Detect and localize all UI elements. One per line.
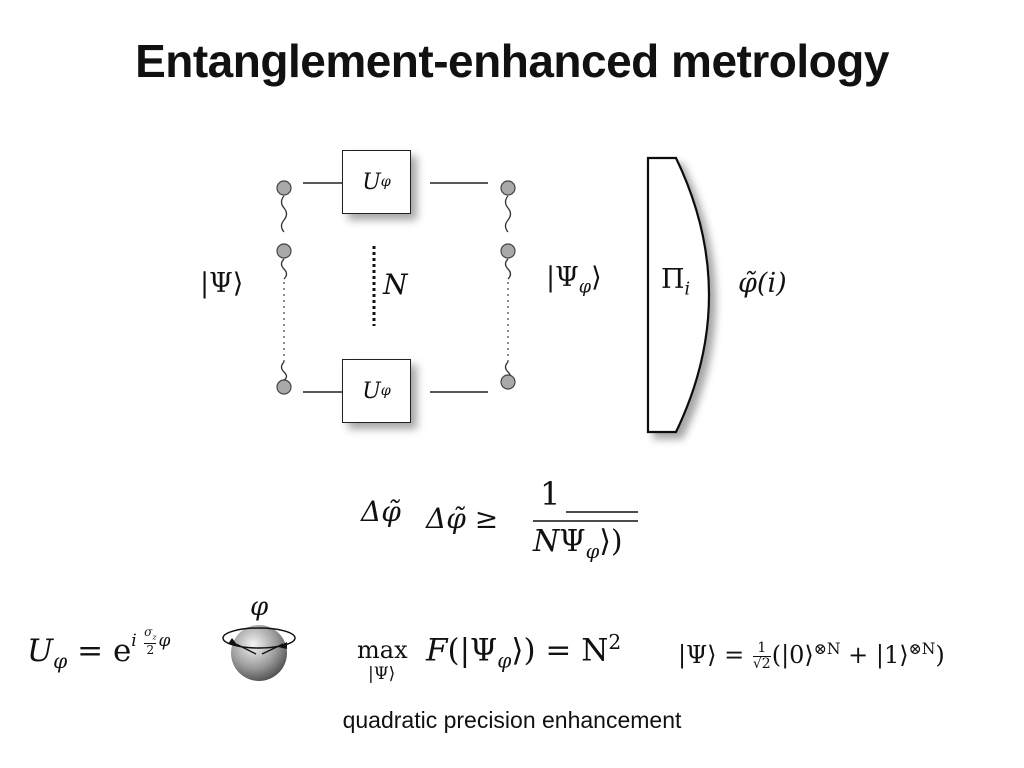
bound-denominator: NΨφ⟩)	[533, 524, 623, 563]
measurement-device	[646, 156, 711, 434]
bound-numerator: 1	[540, 475, 561, 513]
fisher-max-under: |Ψ⟩	[368, 664, 396, 684]
estimator: φ̃(i)	[738, 268, 787, 299]
gate-top-sub: φ	[380, 174, 391, 190]
unitary-formula: Uφ = ei σz 2 φ	[27, 625, 171, 674]
bound-lhs-a: Δφ̃	[361, 495, 401, 528]
caption: quadratic precision enhancement	[342, 707, 682, 733]
gate-top-label: U	[362, 169, 381, 195]
slide-title: Entanglement-enhanced metrology	[135, 35, 889, 87]
output-qubit-chain	[500, 180, 516, 390]
gate-bottom-sub: φ	[380, 383, 391, 399]
gate-bottom-label: U	[362, 378, 381, 404]
input-qubit-chain	[276, 180, 292, 395]
input-state: |Ψ⟩	[200, 268, 244, 299]
output-state: |Ψφ⟩	[546, 262, 602, 298]
fisher-formula: F(|Ψφ⟩) = N2	[426, 630, 622, 673]
sphere-phase-label: φ	[250, 592, 269, 622]
ghz-state: |Ψ⟩ = 1 √2 (|0⟩⊗N + |1⟩⊗N)	[678, 640, 945, 672]
bound-lhs-b: Δφ̃ ≥	[426, 502, 499, 535]
fisher-max: max	[357, 636, 408, 664]
bloch-sphere	[222, 625, 296, 681]
measurement-operator: Πi	[661, 264, 691, 300]
gate-count-label: N	[383, 268, 408, 301]
